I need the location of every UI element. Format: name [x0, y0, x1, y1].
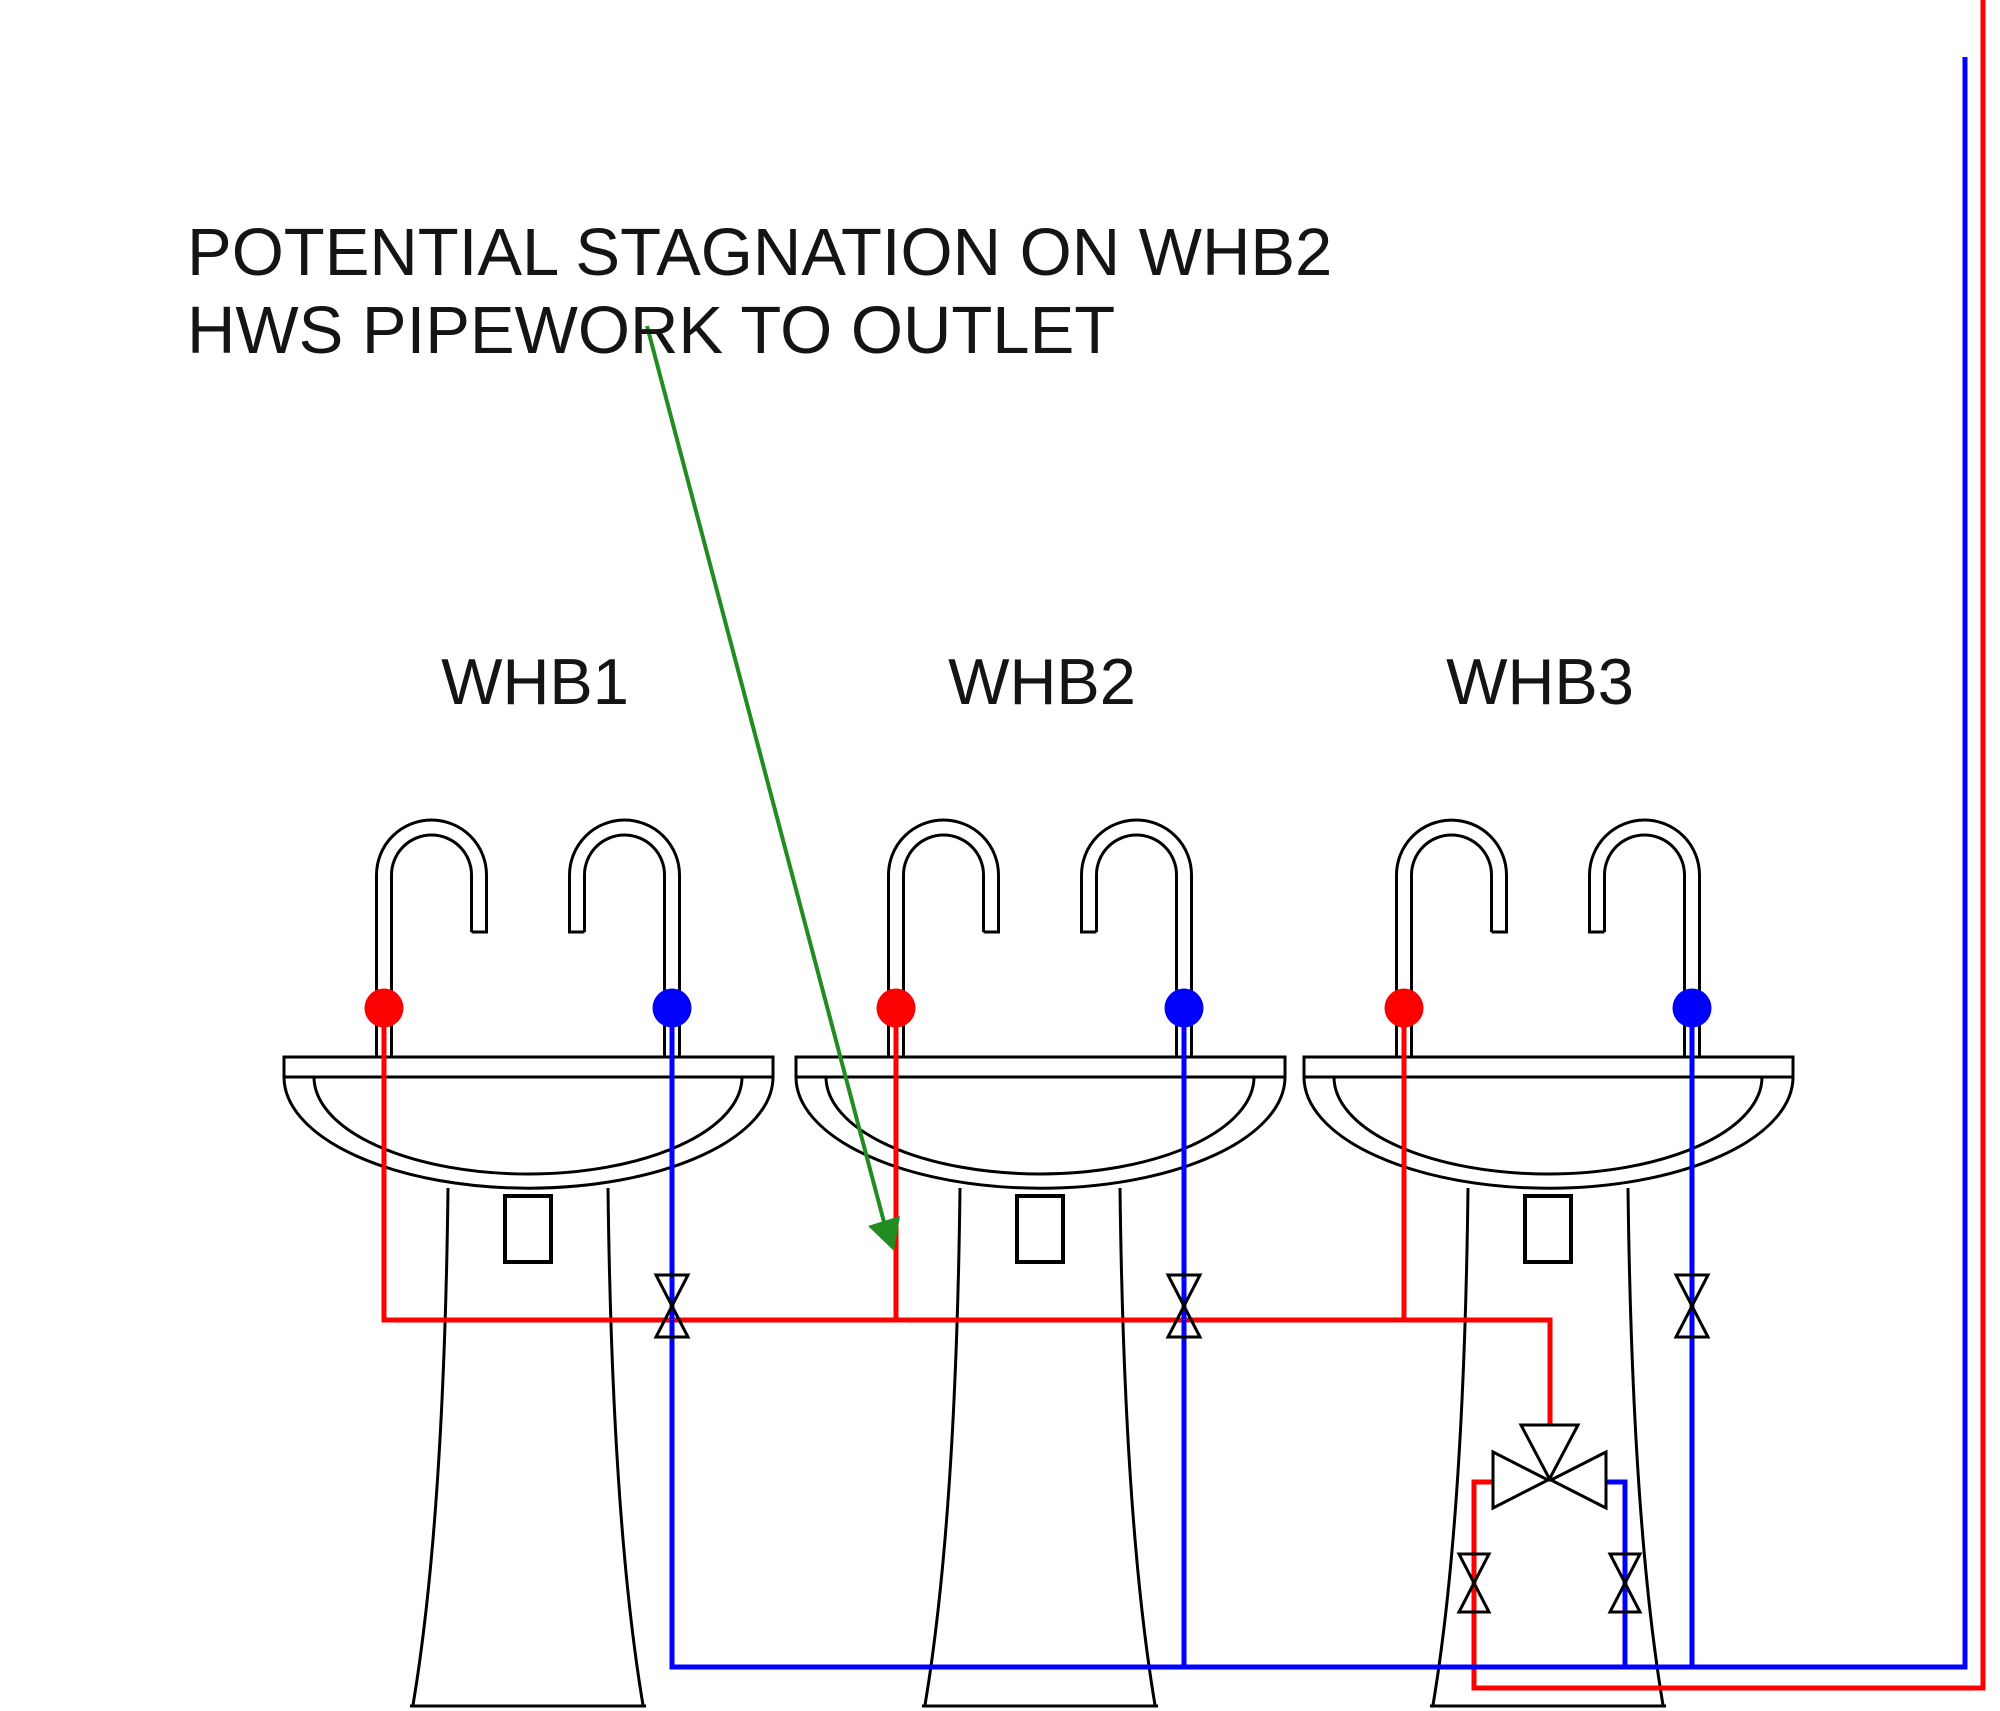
drain-trap: [1015, 1194, 1065, 1264]
hws-return-riser-pipe: [1471, 0, 1986, 1691]
annotation-text-line1: POTENTIAL STAGNATION ON WHB2: [187, 215, 1332, 290]
drain-trap: [503, 1194, 553, 1264]
isolation-valve-icon-hws-tmv: [1456, 1552, 1492, 1614]
tmv-right-port: [1547, 1449, 1608, 1511]
fixture-label-whb1: WHB1: [441, 645, 629, 718]
hot-tap-spout-icon: [887, 818, 1000, 1057]
hot-outlet-dot-whb1: [364, 988, 404, 1028]
fixture-label-whb3: WHB3: [1446, 645, 1634, 718]
pedestal: [1430, 1187, 1666, 1708]
basin-whb2: [794, 818, 1287, 1708]
hws-pipework: [381, 0, 1986, 1691]
annotation-leader: [645, 325, 900, 1251]
cold-tap-spout-icon: [568, 818, 681, 1057]
tmv-top-port: [1518, 1423, 1581, 1483]
hot-outlet-dot-whb2: [876, 988, 916, 1028]
cold-outlet-dot-whb2: [1164, 988, 1204, 1028]
hws-header-pipe: [381, 1008, 1553, 1425]
bowl-outer: [794, 1076, 1287, 1190]
basin-whb3: [1302, 818, 1795, 1708]
annotation-text-line2: HWS PIPEWORK TO OUTLET: [187, 293, 1115, 368]
bowl-inner: [1332, 1076, 1764, 1176]
cold-tap-spout-icon: [1080, 818, 1193, 1057]
bowl-outer: [1302, 1076, 1795, 1190]
drain-trap: [1523, 1194, 1573, 1264]
bowl-inner: [312, 1076, 744, 1176]
valves: [653, 1273, 1711, 1614]
pedestal: [922, 1187, 1158, 1708]
hot-tap-spout-icon: [375, 818, 488, 1057]
basin-rim: [794, 1055, 1287, 1079]
arrowhead-icon: [868, 1216, 900, 1251]
basin-rim: [1302, 1055, 1795, 1079]
bowl-inner: [824, 1076, 1256, 1176]
hot-outlet-dot-whb3: [1384, 988, 1424, 1028]
cold-outlet-dot-whb3: [1672, 988, 1712, 1028]
basin-whb1: [282, 818, 775, 1708]
tap-outlets: [364, 988, 1712, 1028]
cws-tmv-feed-pipe: [1607, 1479, 1628, 1667]
cold-outlet-dot-whb1: [652, 988, 692, 1028]
isolation-valve-icon-whb1-cws: [653, 1273, 691, 1339]
tmv-left-port: [1491, 1449, 1552, 1511]
isolation-valve-icon-whb2-cws: [1165, 1273, 1203, 1339]
cold-tap-spout-icon: [1588, 818, 1701, 1057]
bowl-outer: [282, 1076, 775, 1190]
hot-tap-spout-icon: [1395, 818, 1508, 1057]
leader-line: [645, 325, 886, 1223]
three-way-mixing-valve-icon: [1491, 1423, 1608, 1511]
basin-rim: [282, 1055, 775, 1079]
isolation-valve-icon-cws-tmv: [1607, 1552, 1643, 1614]
fixture-label-whb2: WHB2: [948, 645, 1136, 718]
isolation-valve-icon-whb3-cws: [1673, 1273, 1711, 1339]
pedestal: [410, 1187, 646, 1708]
